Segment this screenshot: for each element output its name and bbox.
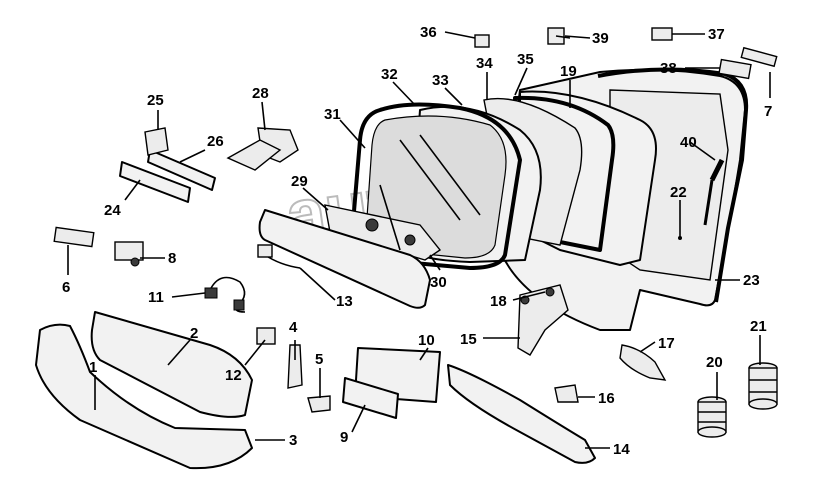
- callout-39: 39: [592, 30, 609, 47]
- callout-36: 36: [420, 24, 437, 41]
- connector-11a: [204, 287, 218, 299]
- bracket-5: [307, 395, 331, 413]
- callout-34: 34: [476, 55, 493, 72]
- badge-6: [53, 226, 95, 248]
- callout-37: 37: [708, 26, 725, 43]
- callout-8: 8: [168, 250, 176, 267]
- strip-26: [147, 149, 216, 191]
- callout-30: 30: [430, 274, 447, 291]
- callout-2: 2: [190, 325, 198, 342]
- callout-7: 7: [764, 103, 772, 120]
- callout-17: 17: [658, 335, 675, 352]
- callout-15: 15: [460, 331, 477, 348]
- callout-24: 24: [104, 202, 121, 219]
- bump-stop-20: [697, 396, 727, 438]
- connector-11b: [233, 299, 245, 311]
- part-36: [474, 34, 490, 48]
- callout-28: 28: [252, 85, 269, 102]
- part-7: [740, 46, 778, 68]
- bracket-12: [256, 327, 276, 345]
- callout-31: 31: [324, 106, 341, 123]
- callout-12: 12: [225, 367, 242, 384]
- bracket-4: [287, 344, 303, 389]
- callout-23: 23: [743, 272, 760, 289]
- callout-1: 1: [89, 359, 97, 376]
- callout-9: 9: [340, 429, 348, 446]
- wiper-assembly-29-30: [324, 184, 442, 261]
- callout-18: 18: [490, 293, 507, 310]
- callout-13: 13: [336, 293, 353, 310]
- handle-17: [619, 344, 667, 381]
- callout-32: 32: [381, 66, 398, 83]
- callout-16: 16: [598, 390, 615, 407]
- window-seal-32: [349, 102, 522, 270]
- callout-14: 14: [613, 441, 630, 458]
- plate-9: [342, 377, 399, 419]
- callout-33: 33: [432, 72, 449, 89]
- callout-21: 21: [750, 318, 767, 335]
- callout-20: 20: [706, 354, 723, 371]
- callout-38: 38: [660, 60, 677, 77]
- frame-seal-35: [513, 95, 616, 252]
- callout-5: 5: [315, 351, 323, 368]
- callout-19: 19: [560, 63, 577, 80]
- callout-35: 35: [517, 51, 534, 68]
- callout-11: 11: [148, 289, 164, 306]
- bump-stop-21: [748, 362, 778, 410]
- callout-6: 6: [62, 279, 70, 296]
- striker-16: [554, 384, 579, 403]
- lock-assembly-15-18: [517, 284, 569, 356]
- callout-3: 3: [289, 432, 297, 449]
- crossmember-14: [447, 364, 596, 464]
- leader-lines: [67, 31, 771, 449]
- part-37: [651, 27, 673, 41]
- callout-22: 22: [670, 184, 687, 201]
- callout-labels: 1 2 3 4 5 6 7 8 9 10 11 12 13 14 15 16 1…: [62, 24, 772, 458]
- gas-strut-40: [709, 158, 725, 182]
- plug-13: [257, 244, 273, 258]
- callout-25: 25: [147, 92, 164, 109]
- spoiler-24: [119, 161, 191, 203]
- callout-40: 40: [680, 134, 697, 151]
- lamp-8: [114, 241, 144, 261]
- bumper-1: [35, 323, 253, 470]
- bumper-reinforcement-2: [90, 311, 253, 418]
- trim-strip-13: [258, 209, 431, 309]
- callout-29: 29: [291, 173, 308, 190]
- callout-4: 4: [289, 319, 298, 336]
- clip-25: [144, 127, 169, 156]
- callout-10: 10: [418, 332, 435, 349]
- callout-26: 26: [207, 133, 224, 150]
- part-38: [718, 58, 752, 80]
